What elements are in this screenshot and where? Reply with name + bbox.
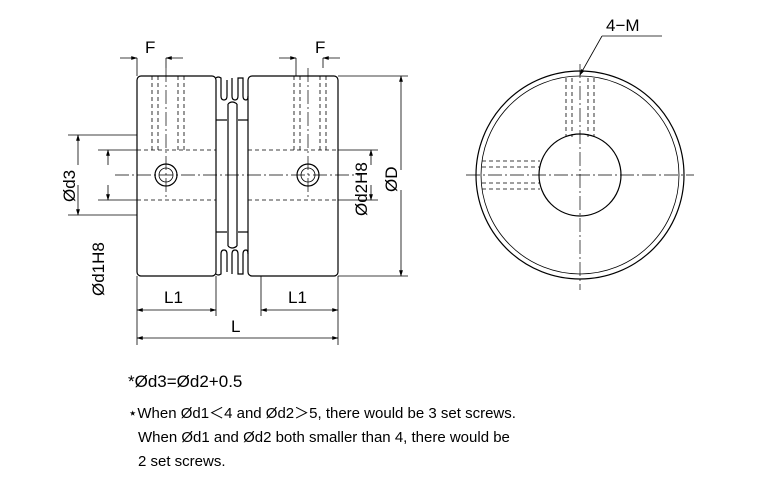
svg-text:Ød2H8: Ød2H8	[352, 162, 371, 216]
svg-text:Ød1H8: Ød1H8	[89, 242, 108, 296]
dim-f-left: F	[120, 38, 183, 76]
svg-text:F: F	[145, 38, 155, 57]
dim-total-length: L	[136, 317, 339, 340]
screw-callout-leader: 4−M	[579, 16, 662, 76]
svg-text:Ød3: Ød3	[60, 170, 79, 202]
dim-d2: Ød2H8	[338, 149, 378, 216]
note-line-2: When Ød1 and Ød2 both smaller than 4, th…	[138, 429, 510, 446]
dim-d3: Ød3	[60, 134, 137, 216]
end-view	[466, 64, 694, 290]
dim-l1-left: L1	[136, 276, 217, 345]
svg-text:L1: L1	[164, 288, 183, 307]
side-view	[115, 68, 360, 277]
svg-text:L: L	[231, 317, 240, 336]
bore-hidden-lines	[137, 149, 338, 201]
right-hub	[247, 75, 339, 277]
dim-outer-d: ØD	[338, 75, 408, 277]
svg-text:L1: L1	[288, 288, 307, 307]
left-hub	[136, 75, 217, 277]
svg-text:F: F	[315, 38, 325, 57]
note-line-3: 2 set screws.	[138, 453, 226, 470]
flexible-slots	[215, 76, 249, 276]
note-formula: *Ød3=Ød2+0.5	[128, 372, 243, 391]
svg-text:ØD: ØD	[382, 167, 401, 193]
dim-f-right: F	[279, 38, 340, 76]
left-screw-bore	[151, 76, 185, 150]
notes-block: *Ød3=Ød2+0.5 ⋆When Ød1＜4 and Ød2＞5, ther…	[128, 372, 516, 474]
right-screw-bore	[293, 76, 327, 150]
dim-l1-right: L1	[260, 276, 339, 345]
dim-d1: Ød1H8	[89, 149, 137, 296]
svg-text:4−M: 4−M	[606, 16, 640, 35]
note-line-1: ⋆When Ød1＜4 and Ød2＞5, there would be 3 …	[128, 405, 516, 422]
